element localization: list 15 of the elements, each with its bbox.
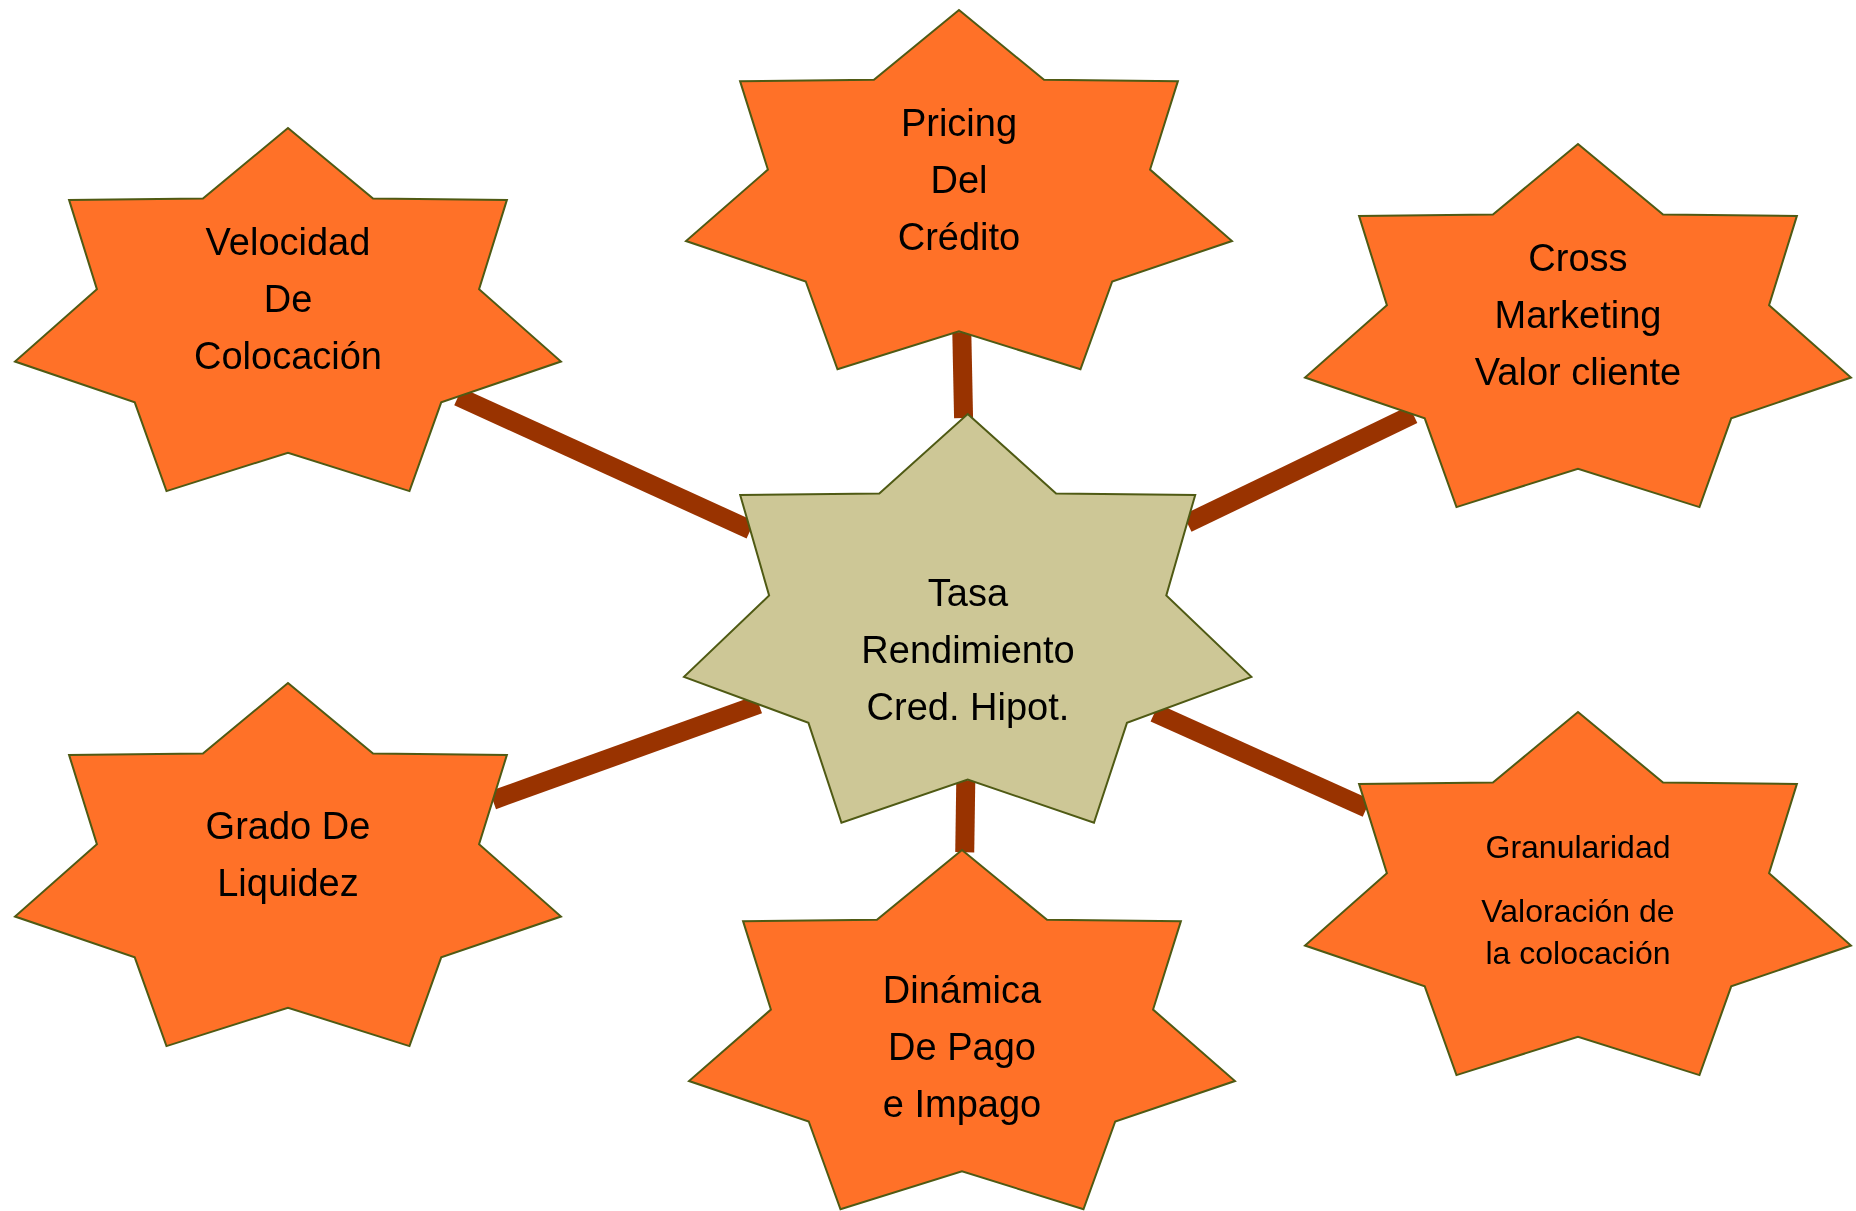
star-shape xyxy=(684,414,1252,823)
node-label: Granularidad xyxy=(1485,828,1671,868)
node-label: Valoración de la colocación xyxy=(1480,892,1676,973)
star-shape xyxy=(15,683,561,1047)
node-label: Tasa Rendimiento Cred. Hipot. xyxy=(860,570,1076,730)
star-shape xyxy=(689,850,1235,1210)
star-shape xyxy=(1305,144,1851,508)
star-shape xyxy=(1305,712,1851,1076)
node-label: Dinámica De Pago e Impago xyxy=(881,967,1043,1127)
node-label: Velocidad De Colocación xyxy=(193,219,383,379)
node-label: Pricing Del Crédito xyxy=(896,100,1022,260)
node-label: Cross Marketing Valor cliente xyxy=(1473,235,1683,395)
star-shape xyxy=(686,10,1232,370)
node-label: Grado De Liquidez xyxy=(205,804,371,906)
star-shape xyxy=(15,128,561,492)
